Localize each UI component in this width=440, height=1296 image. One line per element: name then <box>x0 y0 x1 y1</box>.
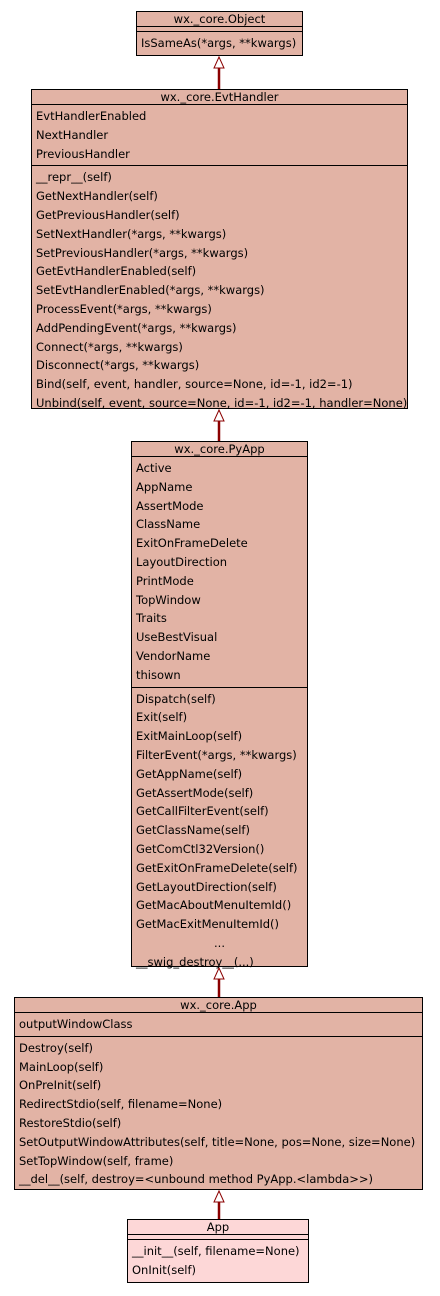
attribute-section: outputWindowClass <box>15 1013 422 1037</box>
method-item: SetOutputWindowAttributes(self, title=No… <box>19 1134 416 1149</box>
method-item: SetPreviousHandler(*args, **kwargs) <box>36 245 249 260</box>
class-title: wx._core.Object <box>137 12 302 27</box>
method-item: IsSameAs(*args, **kwargs) <box>141 36 297 50</box>
method-item: Connect(*args, **kwargs) <box>36 339 183 354</box>
method-item: Bind(self, event, handler, source=None, … <box>36 377 353 392</box>
class-wx-core-app[interactable]: wx._core.App outputWindowClass Destroy(s… <box>14 997 423 1190</box>
inheritance-arrow <box>213 408 225 441</box>
method-item: GetEvtHandlerEnabled(self) <box>36 264 197 279</box>
method-item: __del__(self, destroy=<unbound method Py… <box>19 1172 374 1187</box>
method-item: GetComCtl32Version() <box>136 841 265 856</box>
method-item: ProcessEvent(*args, **kwargs) <box>36 301 212 316</box>
method-item: Exit(self) <box>136 710 188 725</box>
method-item: __init__(self, filename=None) <box>132 1244 300 1258</box>
method-item: GetExitOnFrameDelete(self) <box>136 860 298 875</box>
method-item: GetAssertMode(self) <box>136 785 254 800</box>
method-item: GetPreviousHandler(self) <box>36 207 180 222</box>
method-item: MainLoop(self) <box>19 1059 104 1074</box>
attribute-item: UseBestVisual <box>136 630 218 645</box>
method-item: Destroy(self) <box>19 1040 94 1055</box>
method-section: IsSameAs(*args, **kwargs) <box>137 32 302 55</box>
method-section: __init__(self, filename=None) OnInit(self… <box>128 1240 308 1282</box>
attribute-item: Traits <box>136 611 167 626</box>
class-app[interactable]: App __init__(self, filename=None) OnInit(… <box>127 1219 309 1283</box>
method-item: GetMacExitMenuItemId() <box>136 917 279 932</box>
method-item: __swig_destroy__(...) <box>136 954 254 969</box>
method-item: __repr__(self) <box>36 170 112 185</box>
method-item: RestoreStdio(self) <box>19 1115 122 1130</box>
method-item: ... <box>214 935 225 950</box>
attribute-item: NextHandler <box>36 127 109 142</box>
method-item: GetCallFilterEvent(self) <box>136 804 269 819</box>
attribute-item: ExitOnFrameDelete <box>136 536 248 551</box>
method-item: Unbind(self, event, source=None, id=-1, … <box>36 395 408 410</box>
attribute-section <box>137 27 302 32</box>
class-title: wx._core.EvtHandler <box>32 90 407 105</box>
attribute-item: PreviousHandler <box>36 146 130 161</box>
method-item: SetEvtHandlerEnabled(*args, **kwargs) <box>36 283 265 298</box>
method-item: GetClassName(self) <box>136 823 250 838</box>
attribute-item: Active <box>136 461 172 475</box>
method-section: __repr__(self) GetNextHandler(self) GetPre… <box>32 166 407 414</box>
method-item: OnInit(self) <box>132 1262 197 1277</box>
class-title: wx._core.PyApp <box>132 442 307 457</box>
attribute-item: outputWindowClass <box>19 1017 133 1031</box>
attribute-item: PrintMode <box>136 573 194 588</box>
attribute-item: TopWindow <box>136 592 201 607</box>
method-item: GetAppName(self) <box>136 766 243 781</box>
method-item: Disconnect(*args, **kwargs) <box>36 358 200 373</box>
method-item: FilterEvent(*args, **kwargs) <box>136 747 297 762</box>
method-item: ExitMainLoop(self) <box>136 729 243 744</box>
method-item: SetTopWindow(self, frame) <box>19 1153 174 1168</box>
attribute-item: AppName <box>136 479 193 494</box>
method-item: GetLayoutDirection(self) <box>136 879 277 894</box>
attribute-item: AssertMode <box>136 498 204 513</box>
class-title: wx._core.App <box>15 998 422 1013</box>
attribute-item: VendorName <box>136 648 211 663</box>
attribute-item: LayoutDirection <box>136 554 228 569</box>
attribute-item: EvtHandlerEnabled <box>36 109 147 123</box>
method-section: Dispatch(self) Exit(self) ExitMainLoop(sel… <box>132 688 307 974</box>
method-item: RedirectStdio(self, filename=None) <box>19 1097 223 1112</box>
attribute-item: thisown <box>136 667 181 682</box>
method-item: OnPreInit(self) <box>19 1078 102 1093</box>
inheritance-arrow <box>213 966 225 997</box>
method-item: Dispatch(self) <box>136 691 216 706</box>
attribute-section <box>128 1235 308 1240</box>
method-item: AddPendingEvent(*args, **kwargs) <box>36 320 237 335</box>
inheritance-arrow <box>213 55 225 89</box>
method-item: SetNextHandler(*args, **kwargs) <box>36 226 227 241</box>
attribute-item: ClassName <box>136 517 201 532</box>
class-wx-core-object[interactable]: wx._core.Object IsSameAs(*args, **kwargs… <box>136 11 303 56</box>
method-item: GetMacAboutMenuItemId() <box>136 898 292 913</box>
inheritance-arrow <box>213 1189 225 1219</box>
method-section: Destroy(self) MainLoop(self) OnPreInit(sel… <box>15 1037 422 1191</box>
method-item: GetNextHandler(self) <box>36 189 158 204</box>
class-title: App <box>128 1220 308 1235</box>
